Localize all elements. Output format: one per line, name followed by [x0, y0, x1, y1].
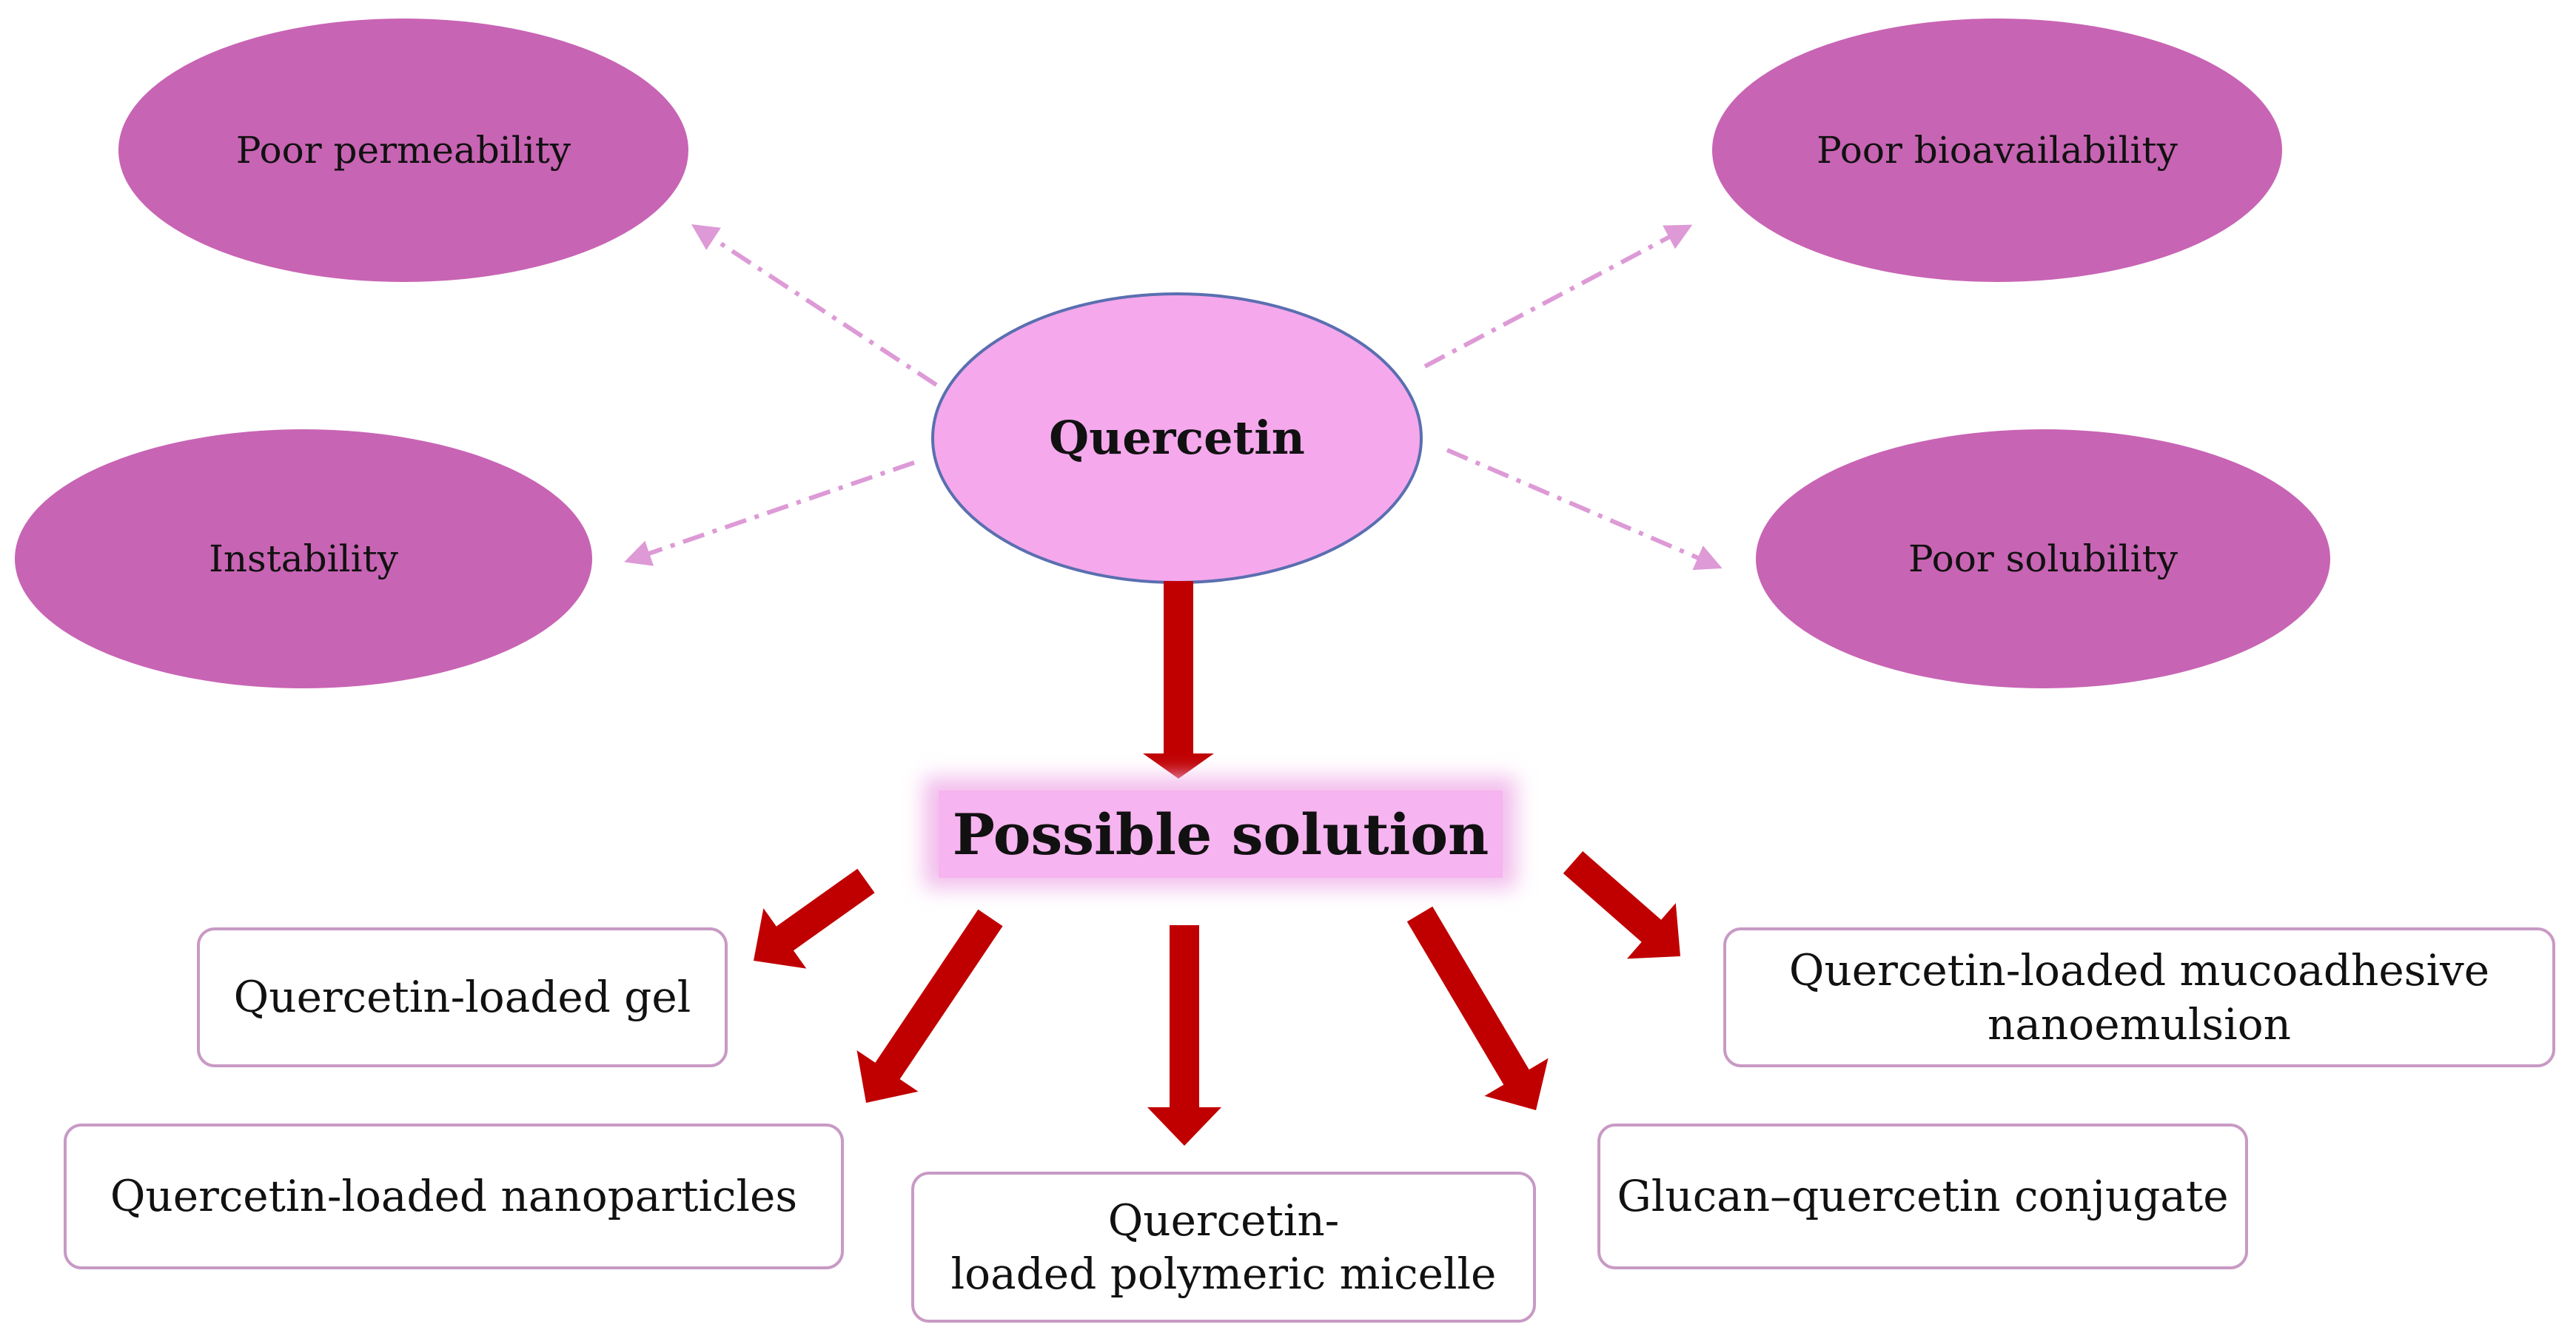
approach-label-nanoparticles: Quercetin-loaded nanoparticles — [110, 1171, 798, 1222]
solution-label: Possible solution — [952, 801, 1489, 867]
problem-ellipse-instability — [15, 429, 592, 688]
approach-box-conjugate — [1597, 1124, 2248, 1269]
dash-arrow-bioavailability — [1423, 224, 1693, 369]
dash-arrow-instability — [624, 460, 915, 566]
problem-label-permeability: Poor permeability — [235, 128, 571, 172]
dash-arrow-permeability — [691, 224, 938, 387]
problem-ellipse-permeability — [118, 19, 688, 282]
problem-ellipse-bioavailability — [1712, 19, 2282, 282]
approach-label-gel: Quercetin-loaded gel — [233, 972, 691, 1023]
approach-label-nanoemulsion: Quercetin-loaded mucoadhesive nanoemulsi… — [1788, 945, 2490, 1050]
approach-label-micelle: Quercetin- loaded polymeric micelle — [950, 1195, 1497, 1300]
problem-label-instability: Instability — [209, 537, 398, 580]
approach-box-gel — [197, 927, 728, 1067]
problem-label-bioavailability: Poor bioavailability — [1817, 128, 2178, 172]
approach-box-nanoemulsion — [1723, 927, 2555, 1067]
approach-label-conjugate: Glucan–quercetin conjugate — [1617, 1171, 2229, 1222]
problem-ellipse-solubility — [1756, 429, 2330, 688]
arrow-to-nanoemulsion — [1563, 851, 1680, 959]
dash-arrow-solubility — [1446, 448, 1723, 571]
approach-box-micelle — [911, 1172, 1536, 1323]
arrow-to-nanoparticles — [856, 909, 1003, 1103]
approach-box-nanoparticles — [64, 1124, 844, 1269]
center-label: Quercetin — [1049, 411, 1305, 466]
arrow-to-gel — [754, 868, 875, 969]
problem-label-solubility: Poor solubility — [1908, 537, 2178, 580]
arrow-to-micelle — [1147, 925, 1221, 1146]
solution-arrows — [754, 851, 1680, 1146]
main-arrow — [1143, 581, 1214, 779]
arrow-to-conjugate — [1406, 906, 1549, 1110]
solution-box — [939, 790, 1503, 878]
